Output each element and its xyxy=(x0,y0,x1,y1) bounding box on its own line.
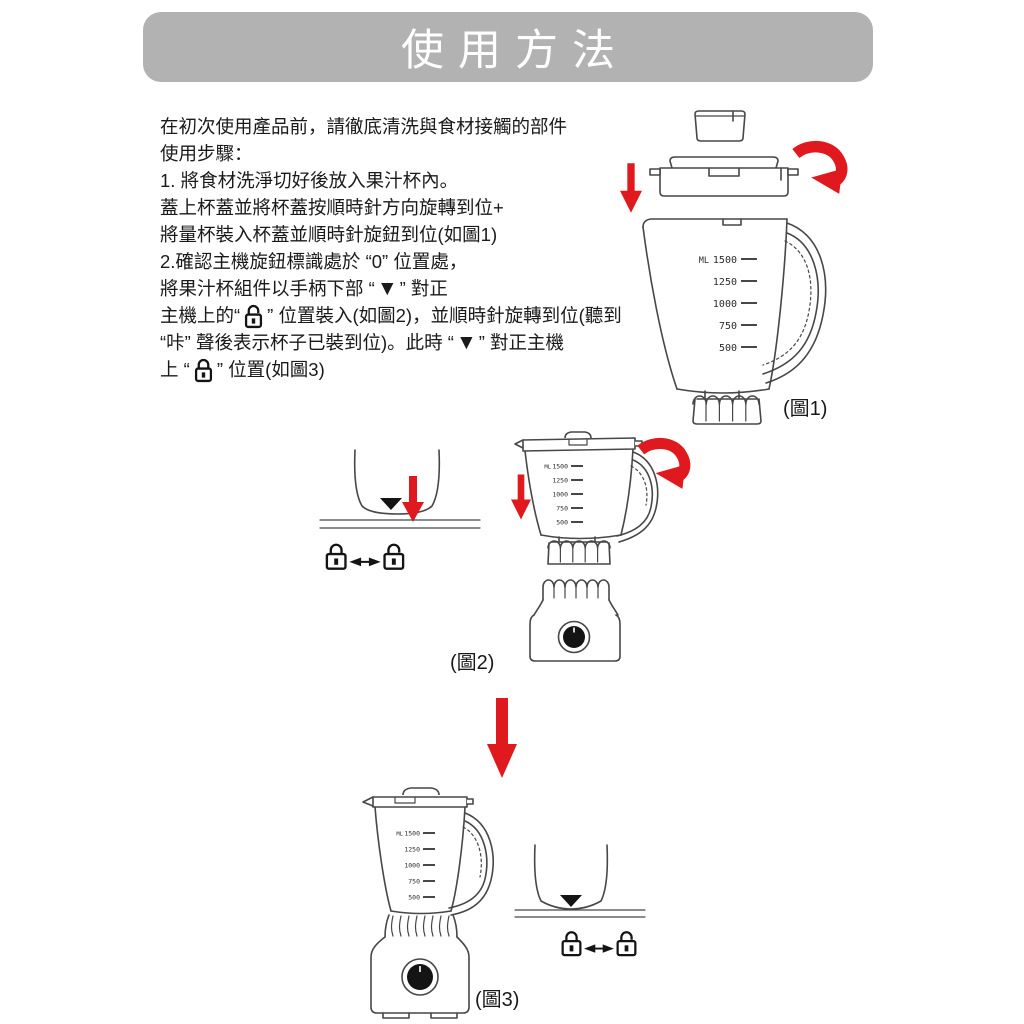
lock-unlock-indicator xyxy=(325,543,405,570)
lock-icon xyxy=(325,543,347,570)
step2-line5-post: ” 位置(如圖3) xyxy=(216,359,325,380)
step1-line2: 蓋上杯蓋並將杯蓋按順時針方向旋轉到位+ xyxy=(160,197,504,218)
motor-base xyxy=(370,936,470,1014)
speed-knob xyxy=(401,958,439,996)
svg-text:1500: 1500 xyxy=(713,255,737,266)
jug-handle xyxy=(618,451,659,543)
step1-line3: 將量杯裝入杯蓋並順時針旋鈕到位(如圖1) xyxy=(160,224,498,245)
svg-text:1250: 1250 xyxy=(552,477,568,485)
header-banner: 使用方法 xyxy=(143,12,873,82)
measuring-cup-figure xyxy=(694,110,746,142)
step2-line4-pre: “咔” 聲後表示杯子已裝到位)。此時 “ xyxy=(160,332,454,353)
scale-unit: ML xyxy=(699,256,709,266)
jug-handle xyxy=(765,222,827,384)
step2-line2-pre: 將果汁杯組件以手柄下部 “ xyxy=(160,278,375,299)
lock-icon xyxy=(194,358,212,382)
step2-line3-post: ” 位置裝入(如圖2)，並順時針旋轉到位(聽到 xyxy=(267,305,622,326)
jug-with-lid-figure: ML 1500 1250 1000 750 500 xyxy=(514,431,659,565)
jug-scale-markings: ML 1500 1250 1000 750 500 xyxy=(699,255,757,354)
juice-jug-figure: ML 1500 1250 1000 750 500 xyxy=(642,218,827,425)
scale-unit: ML xyxy=(544,465,551,471)
jug-scale-markings: ML 1500 1250 1000 750 500 xyxy=(396,830,435,902)
unlock-icon xyxy=(383,543,405,570)
step2-line2: 將果汁杯組件以手柄下部 “ ▼ ” 對正 xyxy=(160,275,622,302)
speed-knob xyxy=(557,620,591,654)
svg-text:500: 500 xyxy=(408,894,420,902)
scale-unit: ML xyxy=(396,832,403,838)
step2-line4-post: ” 對正主機 xyxy=(478,332,565,353)
page-title: 使用方法 xyxy=(401,27,629,75)
motor-base-figure xyxy=(529,579,621,662)
cup-alignment-closeup xyxy=(319,449,481,529)
svg-text:500: 500 xyxy=(556,519,568,527)
step2-line4: “咔” 聲後表示杯子已裝到位)。此時 “ ▼ ” 對正主機 xyxy=(160,329,622,356)
unlock-icon xyxy=(245,304,263,328)
triangle-marker-icon: ▼ xyxy=(376,277,398,300)
figure3-label: (圖3) xyxy=(475,989,520,1011)
svg-text:750: 750 xyxy=(556,505,568,513)
figure2-label: (圖2) xyxy=(450,652,495,674)
assembled-blender-figure: ML 1500 1250 1000 750 500 xyxy=(362,787,494,1019)
svg-text:1000: 1000 xyxy=(713,299,737,310)
intro-line: 在初次使用產品前，請徹底清洗與食材接觸的部件 xyxy=(160,116,568,137)
step2-line5: 上 “ ” 位置(如圖3) xyxy=(160,356,622,383)
unlock-icon xyxy=(616,931,637,957)
cup-alignment-closeup xyxy=(514,844,646,918)
jug-scale-markings: ML 1500 1250 1000 750 500 xyxy=(544,463,583,527)
svg-text:1000: 1000 xyxy=(404,862,420,870)
step2-line3: 主機上的“ ” 位置裝入(如圖2)，並順時針旋轉到位(聽到 xyxy=(160,302,622,329)
svg-text:1000: 1000 xyxy=(552,491,568,499)
svg-text:1500: 1500 xyxy=(552,463,568,471)
lock-icon xyxy=(561,931,582,957)
instructions-text: 在初次使用產品前，請徹底清洗與食材接觸的部件 使用步驟： 1. 將食材洗淨切好後… xyxy=(160,113,622,383)
step2-line5-pre: 上 “ xyxy=(160,359,190,380)
svg-text:1250: 1250 xyxy=(404,846,420,854)
svg-text:750: 750 xyxy=(719,321,737,332)
jug-handle xyxy=(450,812,494,916)
jug-lid-figure xyxy=(649,156,799,197)
step2-line2-post: ” 對正 xyxy=(399,278,448,299)
red-rotate-clockwise-arrow xyxy=(637,437,691,489)
steps-heading: 使用步驟： xyxy=(160,143,253,164)
svg-text:500: 500 xyxy=(719,343,737,354)
svg-text:750: 750 xyxy=(408,878,420,886)
figure1-label: (圖1) xyxy=(783,398,828,420)
step1-line1: 1. 將食材洗淨切好後放入果汁杯內。 xyxy=(160,170,459,191)
svg-text:1500: 1500 xyxy=(404,830,420,838)
red-rotate-clockwise-arrow xyxy=(792,141,848,194)
red-down-arrow xyxy=(620,163,642,213)
step2-line1: 2.確認主機旋鈕標識處於 “0” 位置處， xyxy=(160,251,468,272)
red-down-arrow xyxy=(487,698,517,778)
red-down-arrow xyxy=(511,474,531,520)
triangle-marker-icon: ▼ xyxy=(455,331,477,354)
svg-text:1250: 1250 xyxy=(713,277,737,288)
lock-unlock-indicator xyxy=(561,931,637,957)
step2-line3-pre: 主機上的“ xyxy=(160,305,241,326)
